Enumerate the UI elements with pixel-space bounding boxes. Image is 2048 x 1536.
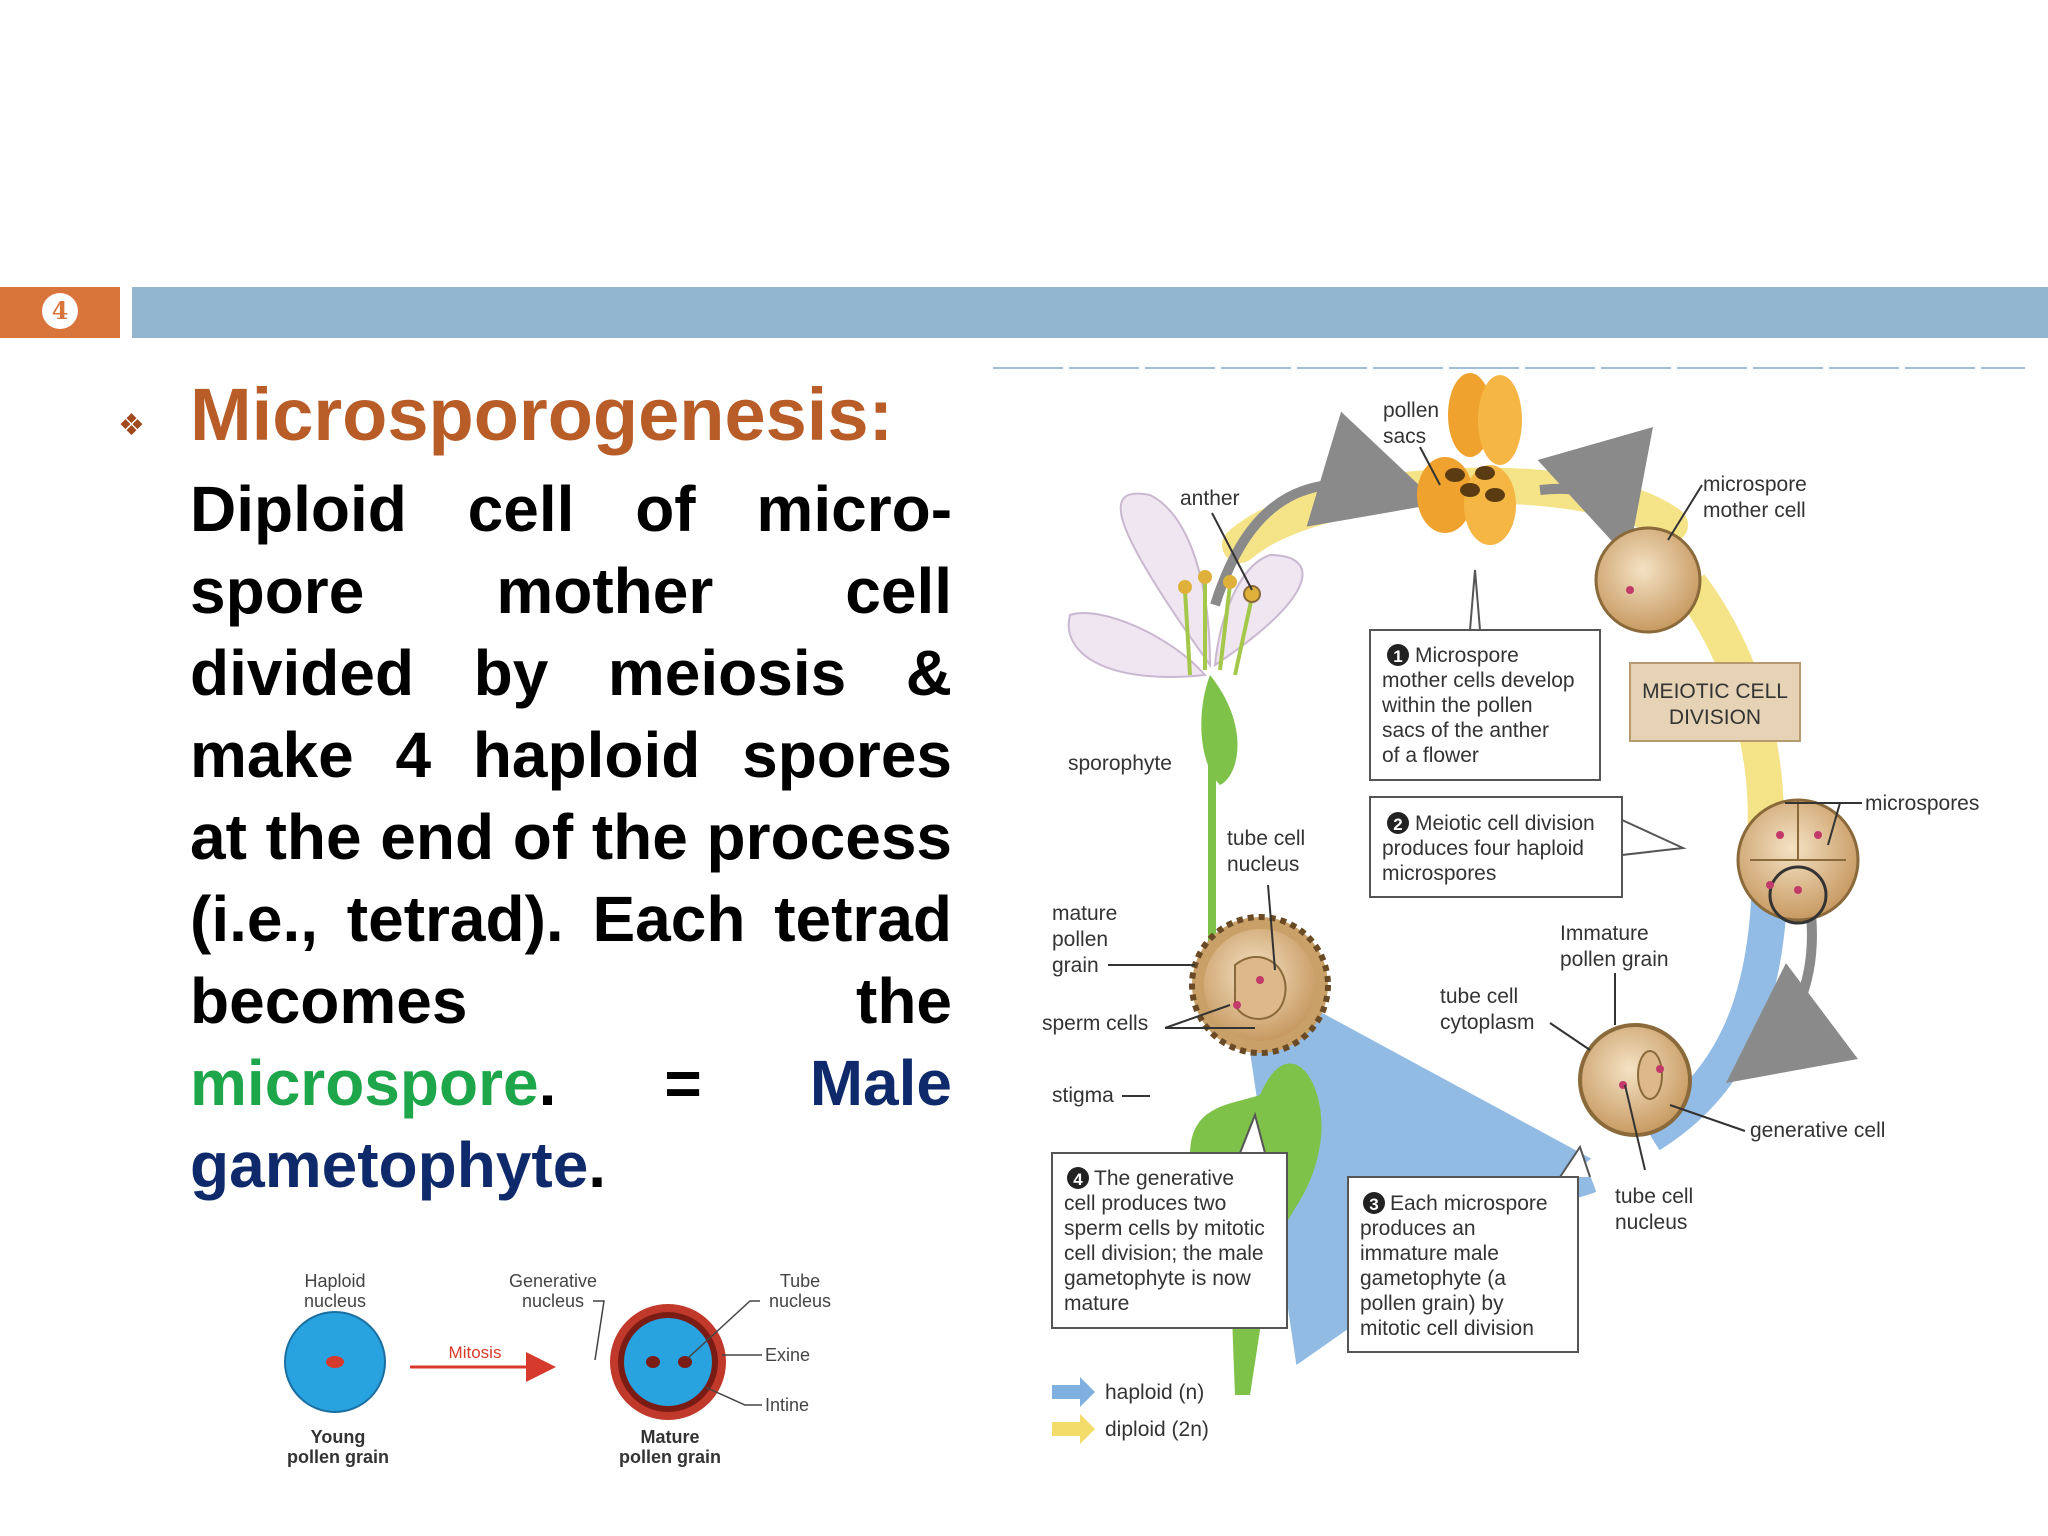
step-4-line-2: cell produces two <box>1064 1192 1226 1215</box>
stigma-label: stigma <box>1052 1084 1114 1107</box>
pollen-sacs-label-2: sacs <box>1383 425 1426 448</box>
mature-pollen-label-2: pollen <box>1052 928 1108 951</box>
exine-label: Exine <box>765 1345 810 1365</box>
step-2-number-badge <box>1387 812 1409 834</box>
generative-cell-label: generative cell <box>1750 1119 1885 1142</box>
step-1-number: 1 <box>1393 647 1402 666</box>
mature-pollen-label-2: pollen grain <box>619 1447 721 1467</box>
anther-illustration <box>1417 373 1522 545</box>
microspore-tetrad <box>1736 798 1860 925</box>
tube-nucleus-label-1: Tube <box>780 1271 820 1291</box>
step-4-number-badge <box>1067 1167 1089 1189</box>
tube-cell-nucleus-top-label-1: tube cell <box>1227 827 1305 850</box>
step-3-line-4: gametophyte (a <box>1360 1267 1506 1290</box>
mitosis-label: Mitosis <box>449 1343 502 1362</box>
legend-haploid: haploid (n) <box>1105 1381 1204 1404</box>
step-2-line-1: Meiotic cell division <box>1415 812 1595 835</box>
microspore-highlight: microspore <box>190 1047 539 1119</box>
meiotic-label-1: MEIOTIC CELL <box>1642 680 1788 703</box>
step-4-line-3: sperm cells by mitotic <box>1064 1217 1265 1240</box>
step-3-line-3: immature male <box>1360 1242 1499 1265</box>
tube-cell-nucleus-top-label-2: nucleus <box>1227 853 1299 876</box>
slide-heading: Microsporogenesis: <box>190 373 894 456</box>
tube-cell-cytoplasm-label-1: tube cell <box>1440 985 1518 1008</box>
step-1-line-5: of a flower <box>1382 744 1479 767</box>
meiotic-label-2: DIVISION <box>1669 706 1761 729</box>
tube-cell-nucleus-bottom-label-2: nucleus <box>1615 1211 1687 1234</box>
step-3-line-6: mitotic cell division <box>1360 1317 1534 1340</box>
young-pollen-label-2: pollen grain <box>287 1447 389 1467</box>
microsporogenesis-cycle-diagram: pollen sacs anther microspore mother cel… <box>993 367 2025 1444</box>
haploid-nucleus-label-1: Haploid <box>304 1271 365 1291</box>
step-3-number-badge <box>1363 1192 1385 1214</box>
step-4-line-4: cell division; the male <box>1064 1242 1264 1265</box>
bullet-icon: ❖ <box>118 408 145 443</box>
microspore-mother-cell <box>1594 526 1702 634</box>
anther-arrow <box>1210 411 1439 607</box>
immature-pollen-label-1: Immature <box>1560 922 1649 945</box>
legend: haploid (n) diploid (2n) <box>1052 1377 1209 1444</box>
step-3-line-1: Each microspore <box>1390 1192 1548 1215</box>
male-gametophyte-highlight: Male gametophyte <box>190 1047 952 1201</box>
step-2-line-3: microspores <box>1382 862 1496 885</box>
mature-pollen-label-1: mature <box>1052 902 1117 925</box>
step-3-line-5: pollen grain) by <box>1360 1292 1504 1315</box>
step-1-line-2: mother cells develop <box>1382 669 1575 692</box>
body-text-plain: Diploid cell of micro-spore mother cell … <box>190 473 952 1037</box>
step-4-line-6: mature <box>1064 1292 1129 1315</box>
legend-diploid: diploid (2n) <box>1105 1418 1209 1441</box>
mature-pollen-label-3: grain <box>1052 954 1099 977</box>
step-1-line-3: within the pollen <box>1381 694 1533 717</box>
anther-label: anther <box>1180 487 1240 510</box>
step-4-box <box>1051 1152 1288 1329</box>
immature-pollen-grain <box>1578 1023 1692 1137</box>
mature-pollen-cell <box>624 1318 712 1406</box>
microspores-label: microspores <box>1865 792 1979 815</box>
slide-header-bar <box>132 287 2048 338</box>
generative-nucleus-label-2: nucleus <box>522 1291 584 1311</box>
body-separator: . = <box>538 1047 810 1119</box>
haploid-nucleus-label-2: nucleus <box>304 1291 366 1311</box>
slide-number-badge: 4 <box>42 293 78 329</box>
tube-cell-cytoplasm-label-2: cytoplasm <box>1440 1011 1535 1034</box>
pollen-grain-figure: Haploid nucleus Mitosis Generative nucle… <box>284 1271 831 1467</box>
sporophyte-label: sporophyte <box>1068 752 1172 775</box>
flower-illustration <box>1067 492 1304 995</box>
step-2-number: 2 <box>1393 815 1402 834</box>
step-1-line-1: Microspore <box>1415 644 1519 667</box>
pollen-sacs-label-1: pollen <box>1383 399 1439 422</box>
step-3-line-2: produces an <box>1360 1217 1476 1240</box>
haploid-nucleus <box>326 1356 344 1368</box>
intine-label: Intine <box>765 1395 809 1415</box>
microspore-mother-cell-label-2: mother cell <box>1703 499 1806 522</box>
mature-pollen-label-1: Mature <box>640 1427 699 1447</box>
tube-nucleus <box>678 1356 692 1368</box>
sperm-cells-label: sperm cells <box>1042 1012 1148 1035</box>
microspore-mother-cell-label-1: microspore <box>1703 473 1807 496</box>
immature-pollen-label-2: pollen grain <box>1560 948 1669 971</box>
step-4-line-1: The generative <box>1094 1167 1234 1190</box>
body-end-period: . <box>588 1129 607 1201</box>
step-3-box <box>1347 1176 1579 1353</box>
meiotic-division-box <box>1629 662 1801 742</box>
step-2-line-2: produces four haploid <box>1382 837 1584 860</box>
slide-body-text: Diploid cell of micro-spore mother cell … <box>190 468 952 1206</box>
young-pollen-label-1: Young <box>311 1427 366 1447</box>
step-4-line-5: gametophyte is now <box>1064 1267 1252 1290</box>
haploid-legend-swatch <box>1052 1377 1095 1407</box>
tube-nucleus-label-2: nucleus <box>769 1291 831 1311</box>
generative-nucleus-label-1: Generative <box>509 1271 597 1291</box>
step-1-line-4: sacs of the anther <box>1382 719 1549 742</box>
diploid-legend-swatch <box>1052 1414 1095 1444</box>
step-2-box <box>1369 796 1623 898</box>
tube-cell-nucleus-bottom-label-1: tube cell <box>1615 1185 1693 1208</box>
generative-nucleus <box>646 1356 660 1368</box>
step-4-number: 4 <box>1073 1170 1083 1189</box>
step-3-number: 3 <box>1369 1195 1378 1214</box>
step-1-number-badge <box>1387 644 1409 666</box>
